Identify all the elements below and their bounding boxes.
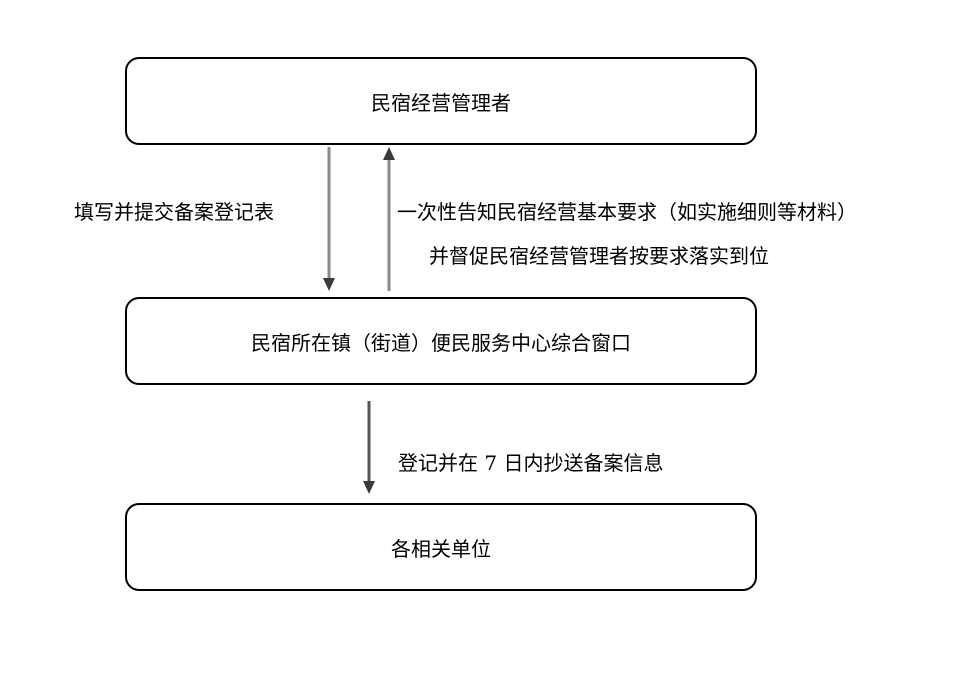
node-service-window: 民宿所在镇（街道）便民服务中心综合窗口 xyxy=(125,297,757,385)
node-related-units-label: 各相关单位 xyxy=(391,536,491,561)
arrow-submit xyxy=(323,147,335,291)
edge-label-cc: 登记并在 7 日内抄送备案信息 xyxy=(398,451,664,475)
node-service-window-label: 民宿所在镇（街道）便民服务中心综合窗口 xyxy=(251,330,631,355)
edge-label-inform-line1: 一次性告知民宿经营基本要求（如实施细则等材料） xyxy=(397,200,857,224)
arrow-inform xyxy=(383,147,395,291)
node-related-units: 各相关单位 xyxy=(125,503,757,591)
edge-label-inform-line2: 并督促民宿经营管理者按要求落实到位 xyxy=(429,244,769,268)
edge-label-submit: 填写并提交备案登记表 xyxy=(74,200,274,224)
node-operator: 民宿经营管理者 xyxy=(125,57,757,145)
node-operator-label: 民宿经营管理者 xyxy=(371,90,511,115)
arrow-cc xyxy=(363,401,375,494)
